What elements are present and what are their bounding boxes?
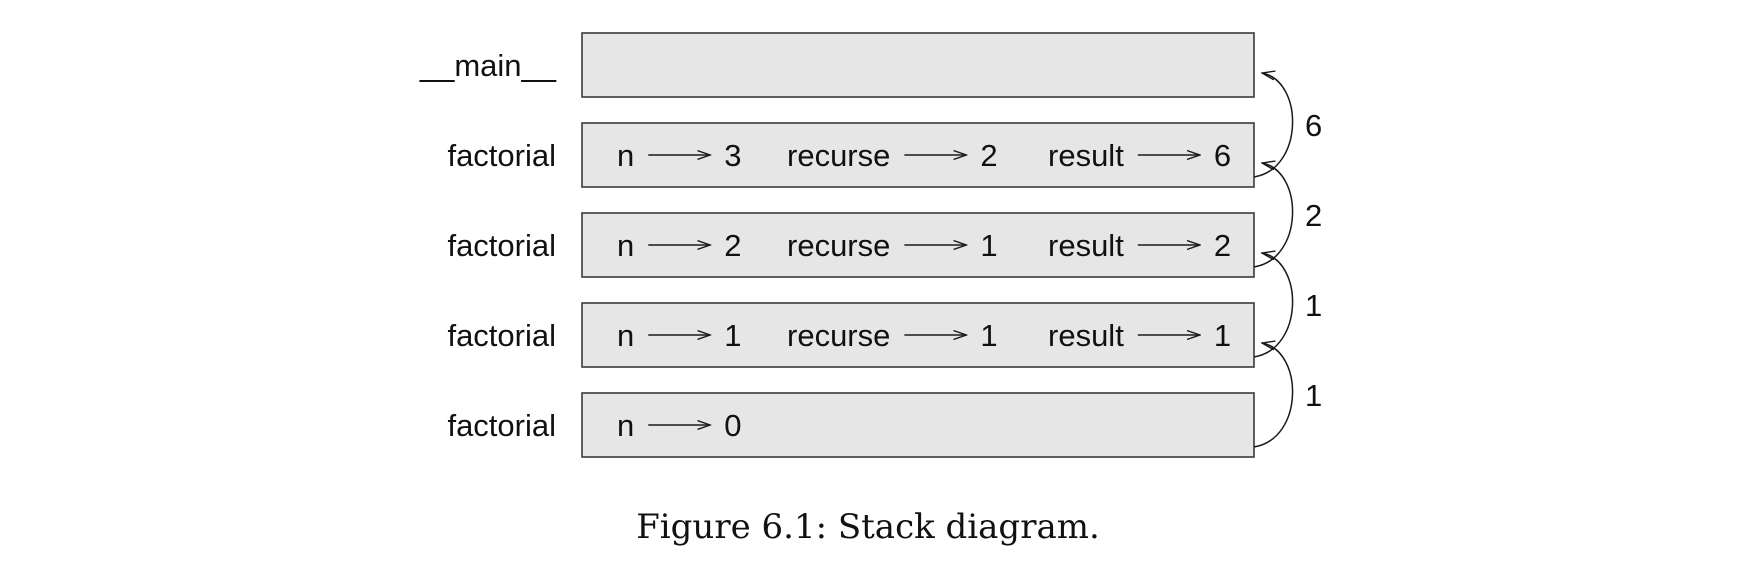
return-value-arrow: 2: [1253, 163, 1322, 268]
frame-label: factorial: [447, 408, 556, 443]
variable-binding: result 2: [1048, 228, 1231, 263]
variable-binding: recurse 2: [787, 138, 998, 173]
variable-value: 1: [980, 318, 997, 353]
return-arcs-layer: 6 2 1 1: [1253, 73, 1322, 448]
return-arc: [1253, 343, 1294, 448]
variable-value: 0: [724, 408, 741, 443]
frame-box: [581, 32, 1255, 98]
variable-value: 3: [724, 138, 741, 173]
variable-binding: result 6: [1048, 138, 1231, 173]
frame-label: factorial: [447, 228, 556, 263]
variable-value: 6: [1214, 138, 1231, 173]
return-value-label: 1: [1305, 288, 1322, 323]
return-arc: [1253, 253, 1294, 358]
variable-binding: recurse 1: [787, 318, 998, 353]
variable-value: 1: [980, 228, 997, 263]
variable-name: result: [1048, 318, 1124, 353]
variable-name: n: [617, 138, 634, 173]
variable-value: 2: [980, 138, 997, 173]
variable-value: 1: [1214, 318, 1231, 353]
frame-label: __main__: [419, 48, 557, 83]
frame-label: factorial: [447, 318, 556, 353]
variable-name: n: [617, 228, 634, 263]
return-value-label: 6: [1305, 108, 1322, 143]
frame-label: factorial: [447, 138, 556, 173]
stack-frame: __main__: [419, 32, 1255, 98]
variable-name: n: [617, 318, 634, 353]
variable-binding: result 1: [1048, 318, 1231, 353]
variable-name: recurse: [787, 138, 890, 173]
return-value-label: 2: [1305, 198, 1322, 233]
variable-name: result: [1048, 228, 1124, 263]
variable-value: 2: [724, 228, 741, 263]
return-value-arrow: 1: [1253, 343, 1322, 448]
variable-binding: recurse 1: [787, 228, 998, 263]
variable-value: 1: [724, 318, 741, 353]
variable-value: 2: [1214, 228, 1231, 263]
variable-name: recurse: [787, 228, 890, 263]
return-arc: [1253, 163, 1294, 268]
variable-name: n: [617, 408, 634, 443]
figure-caption: Figure 6.1: Stack diagram.: [636, 507, 1100, 547]
variable-name: result: [1048, 138, 1124, 173]
return-arc: [1253, 73, 1294, 178]
return-value-arrow: 6: [1253, 73, 1322, 178]
return-value-label: 1: [1305, 378, 1322, 413]
return-value-arrow: 1: [1253, 253, 1322, 358]
variable-name: recurse: [787, 318, 890, 353]
